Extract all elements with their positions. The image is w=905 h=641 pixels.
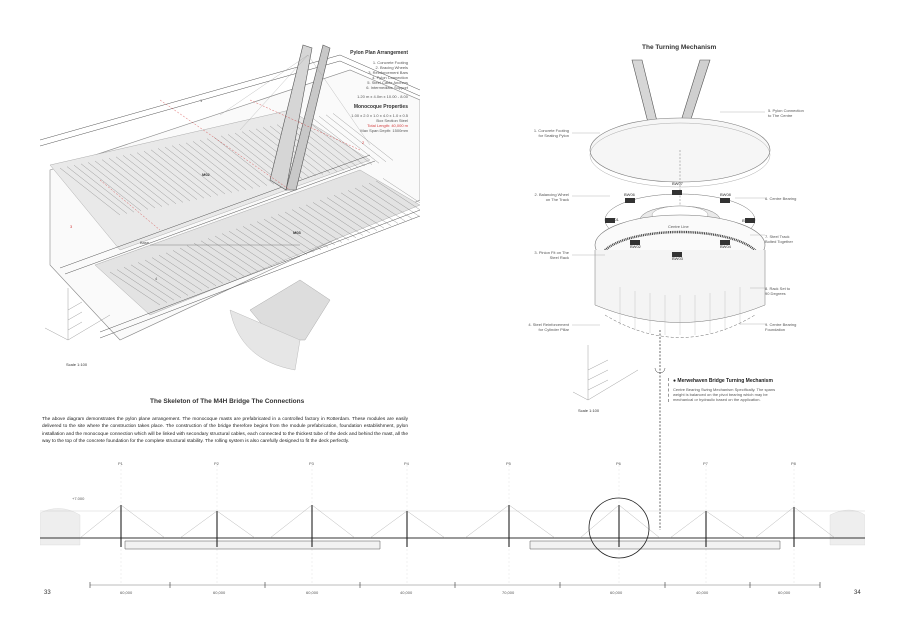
span-label: 60,000 — [610, 590, 623, 595]
turning-mechanism-drawing — [589, 59, 771, 338]
drawing-label-3: 3 — [70, 224, 73, 229]
wheel-tag: BW08 — [720, 192, 731, 197]
page-number-left: 33 — [44, 590, 51, 596]
pylon-tag: P1 — [118, 461, 123, 466]
pylon-item: 3. Reinforcement Bars — [368, 70, 408, 75]
turning-note-text: Centre Bearing Swing Mechanism Specifica… — [673, 387, 776, 402]
span-label: 60,000 — [778, 590, 791, 595]
turning-note-title: ● Merwehaven Bridge Turning Mechanism — [673, 378, 773, 384]
mechanism-label-left: 3. Pinion Fit on The Steel Rack — [534, 250, 569, 260]
left-caption-text: The above diagram demonstrates the pylon… — [42, 417, 408, 445]
pylon-tag: P2 — [214, 461, 219, 466]
monocoque-heading: Monocoque Properties — [353, 104, 408, 110]
page-number-right: 34 — [854, 590, 861, 596]
pylon-item: 6. Intermediate Support — [366, 85, 408, 90]
mechanism-label-left: 2. Balancing Wheel on The Track — [534, 192, 569, 202]
level-label: +7.000 — [72, 496, 85, 501]
mechanism-label-right: 6. Centre Bearing — [765, 196, 797, 201]
pylon-arrangement-legend: Pylon Plan Arrangement 1. Concrete Footi… — [338, 50, 408, 133]
wheel-tag: BW04 — [720, 244, 731, 249]
pylon-item: 2. Bracing Wheels — [375, 65, 408, 70]
wheel-tag: BW03 — [672, 256, 683, 261]
mechanism-label-right: 5. Pylon Connection to The Centre — [768, 108, 804, 118]
wheel-tag: BW05 — [742, 218, 753, 223]
mechanism-label-left: 1. Concrete Footing for Seating Pylon — [533, 128, 569, 138]
turning-note-title-text: Merwehaven Bridge Turning Mechanism — [677, 378, 773, 384]
leader-lines — [572, 111, 765, 326]
wheel-tag: BW07 — [672, 181, 683, 186]
dashed-connector — [654, 330, 666, 530]
scale-axes-right — [572, 345, 639, 401]
drawing-label-m02: M02 — [202, 172, 210, 177]
mechanism-label-right: 7. Steel Track Bolted Together — [765, 234, 793, 244]
pylon-item: 5. Steel Cable Anchors — [367, 80, 408, 85]
span-label: 40,000 — [696, 590, 709, 595]
pylon-tag: P6 — [616, 461, 621, 466]
mechanism-label-right: 8. Rack Set to 90 Degrees — [765, 286, 791, 296]
pylon-tag: P3 — [309, 461, 314, 466]
monocoque-red-line: Total Length: 40,000 m — [367, 123, 408, 128]
mechanism-label-left: 4. Steel Reinforcement for Cylinder Pill… — [528, 322, 569, 332]
span-label: 60,000 — [120, 590, 133, 595]
wheel-tag: BW01 — [608, 217, 619, 222]
turning-note: ● Merwehaven Bridge Turning Mechanism Ce… — [668, 378, 783, 402]
span-label: 40,000 — [400, 590, 413, 595]
drawing-label-base: Base — [140, 240, 150, 245]
wheel-tag: BW02 — [630, 244, 641, 249]
pylon-tag: P8 — [791, 461, 796, 466]
pylon-item: 4. Pylon Connection — [372, 75, 408, 80]
deck-axonometric-drawing — [40, 44, 420, 371]
monocoque-last-line: Max Span Depth: 1500mm — [360, 128, 408, 133]
centre-line-label: Centre Line — [668, 224, 689, 229]
elevation-drawing — [40, 465, 865, 588]
pylon-arrangement-heading: Pylon Plan Arrangement — [350, 50, 408, 56]
span-label: 60,000 — [213, 590, 226, 595]
drawing-label-2: 2 — [362, 140, 365, 145]
pylon-tag: P5 — [506, 461, 511, 466]
scale-label-left: Scale 1:100 — [66, 362, 88, 367]
mechanism-label-right: 9. Centre Bearing Foundation — [765, 322, 797, 332]
monocoque-line: 1.00 x 2.0 x 1.0 x 4.0 x 1.0 x 0.5 — [351, 113, 408, 118]
scale-label-right: Scale 1:100 — [578, 408, 600, 413]
left-caption-title: The Skeleton of The M4H Bridge The Conne… — [150, 398, 305, 405]
span-label: 70,000 — [502, 590, 515, 595]
right-page-title: The Turning Mechanism — [642, 44, 717, 51]
drawing-label-4: 4 — [155, 276, 158, 281]
pylon-item: 1. Concrete Footing — [372, 60, 408, 65]
wheel-tag: BW06 — [624, 192, 635, 197]
drawing-label-m03: M03 — [293, 230, 301, 235]
drawing-label-1: 1 — [200, 98, 203, 103]
span-label: 60,000 — [306, 590, 319, 595]
pylon-dimensions: 1.20 m x 4.0m x 10.00 - 8.00 — [357, 94, 408, 99]
pylon-tag: P7 — [703, 461, 708, 466]
pylon-tag: P4 — [404, 461, 409, 466]
monocoque-line: Box Section Steel — [376, 118, 408, 123]
